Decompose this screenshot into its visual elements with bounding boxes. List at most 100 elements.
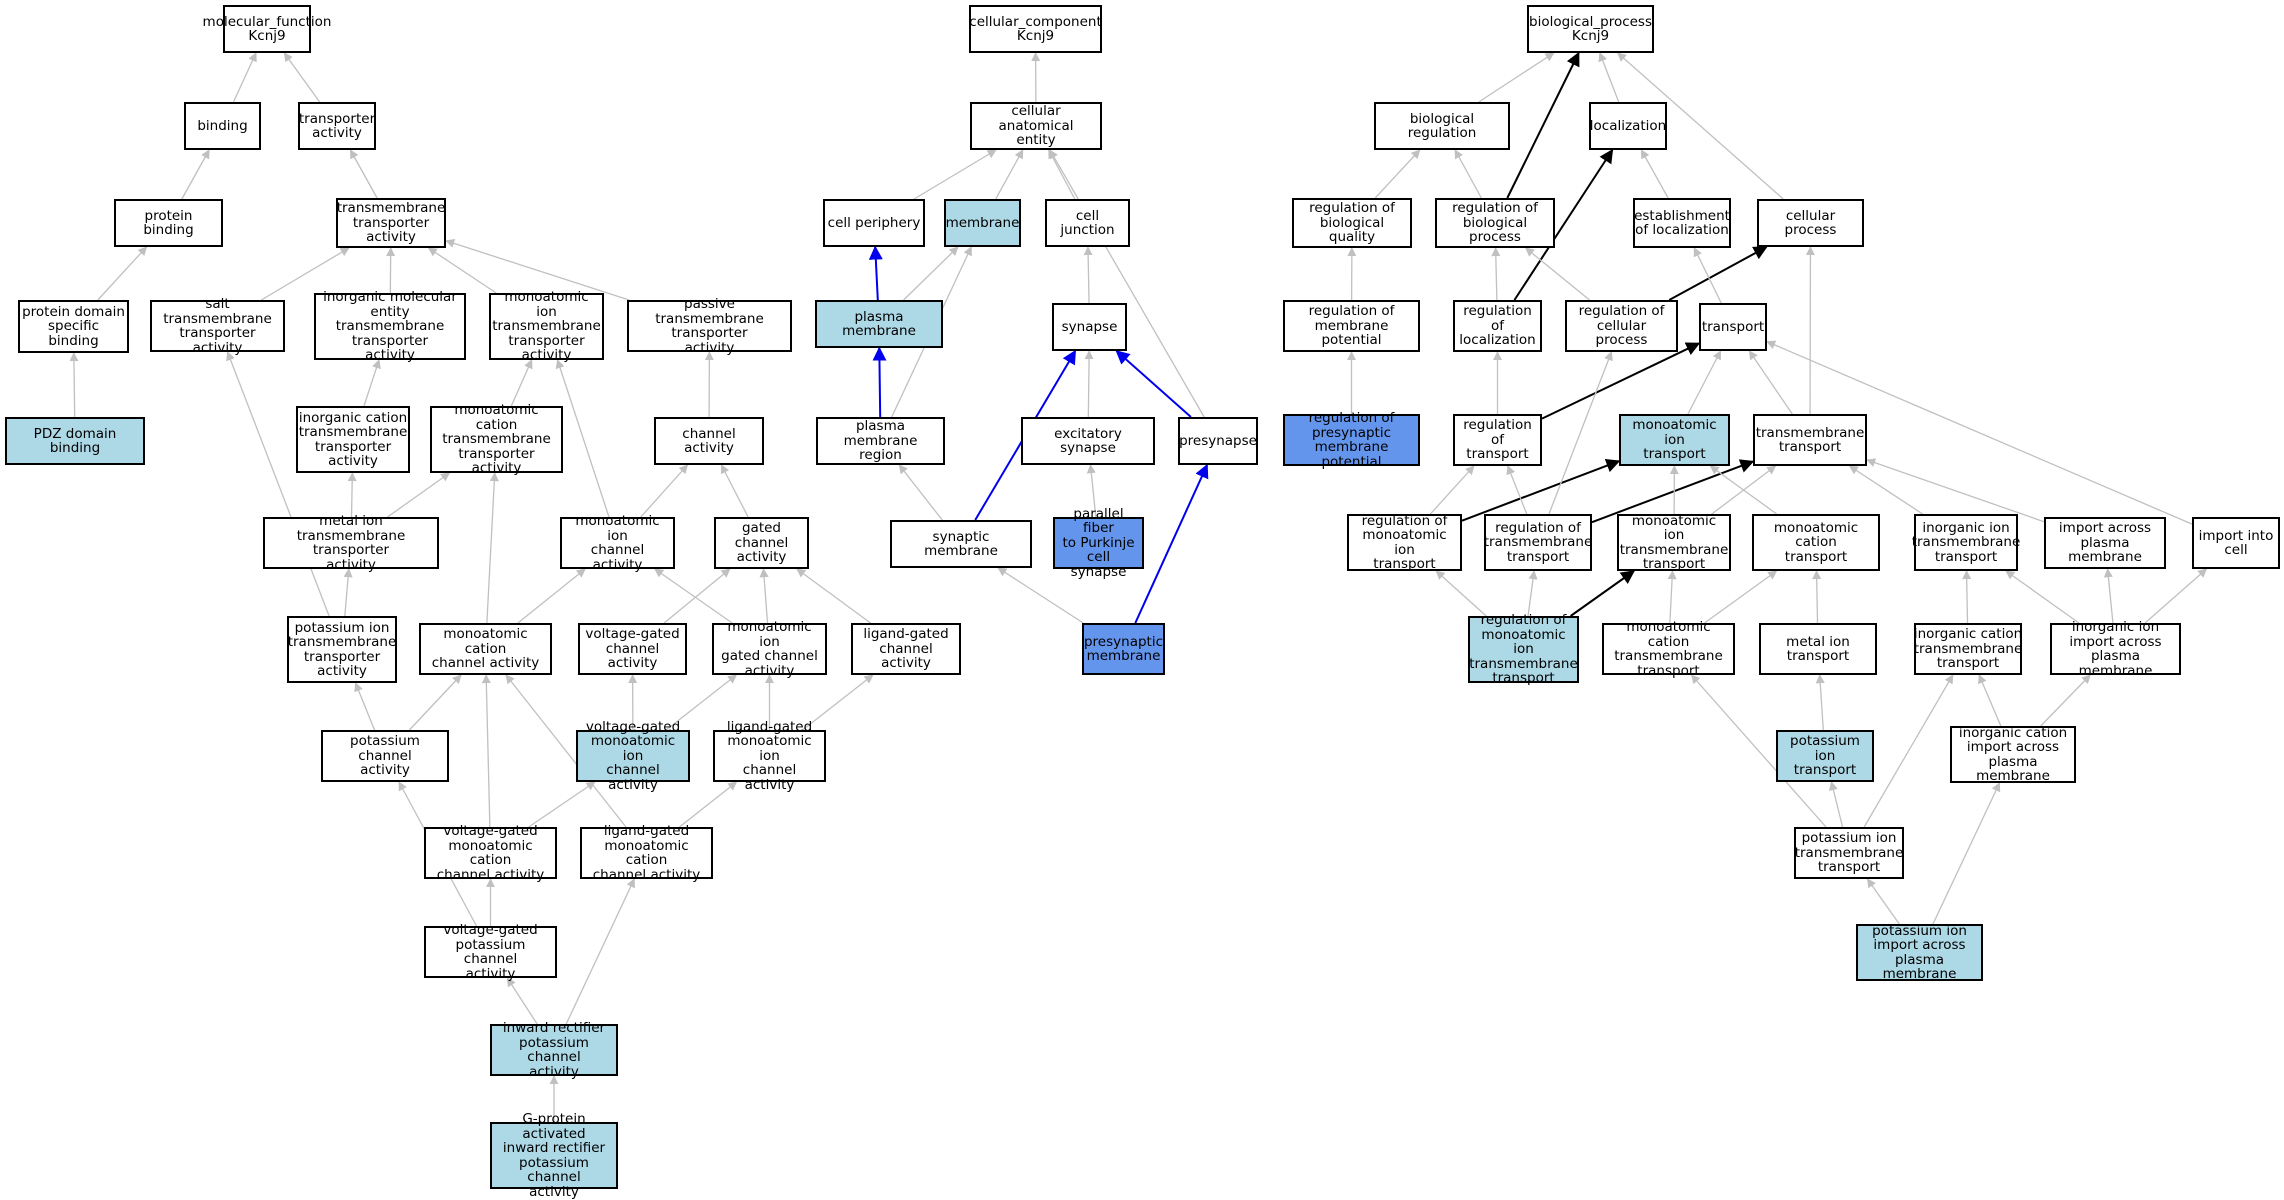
node-reg-tm-tr[interactable]: regulation of transmembrane transport: [1484, 514, 1592, 571]
node-mono-cation-channel[interactable]: monoatomic cation channel activity: [419, 623, 552, 675]
edge-inorg_cation_import-to-inorg_ion_import: [2041, 675, 2091, 726]
node-reg-transport[interactable]: regulation of transport: [1453, 414, 1542, 466]
edge-mono_cation_channel-to-mono_cation_tm_act: [487, 473, 495, 623]
edge-inorg_cation_tm_tr-to-inorg_ion_tm: [1967, 571, 1968, 623]
node-presynapse[interactable]: presynapse: [1178, 417, 1258, 465]
node-mf[interactable]: molecular_function Kcnj9: [223, 5, 311, 53]
node-k-ion-transport[interactable]: potassium ion transport: [1776, 730, 1874, 782]
node-membrane[interactable]: membrane: [944, 199, 1021, 247]
node-lg-channel[interactable]: ligand-gated channel activity: [851, 623, 961, 675]
edge-inorg_ion_import-to-inorg_ion_tm: [2006, 571, 2079, 623]
edge-reg_bio_quality-to-bio_reg: [1375, 150, 1420, 198]
node-transport[interactable]: transport: [1699, 303, 1767, 351]
node-vg-k[interactable]: voltage-gated potassium channel activity: [424, 926, 557, 978]
node-mono-ion-gated[interactable]: monoatomic ion gated channel activity: [712, 623, 827, 675]
edge-mono_ion_gated-to-gated_channel: [763, 569, 767, 623]
node-reg-presyn-mp[interactable]: regulation of presynaptic membrane poten…: [1283, 414, 1420, 466]
node-protein-binding[interactable]: protein binding: [114, 199, 223, 247]
edge-transport-to-est_local: [1694, 248, 1721, 303]
edge-localization-to-bp: [1600, 53, 1619, 102]
node-channel-act[interactable]: channel activity: [654, 417, 764, 465]
node-pd-specific[interactable]: protein domain specific binding: [18, 300, 129, 353]
node-mono-ion-transport[interactable]: monoatomic ion transport: [1619, 414, 1730, 466]
node-inorg-mol[interactable]: inorganic molecular entity transmembrane…: [314, 293, 466, 360]
node-reg-bio-quality[interactable]: regulation of biological quality: [1292, 198, 1412, 248]
node-import-into-cell[interactable]: import into cell: [2192, 517, 2280, 569]
node-plasma-membrane[interactable]: plasma membrane: [815, 300, 943, 348]
node-cellular-process[interactable]: cellular process: [1757, 199, 1864, 247]
node-import-across-pm[interactable]: import across plasma membrane: [2044, 517, 2166, 569]
node-reg-local[interactable]: regulation of localization: [1453, 300, 1542, 352]
node-reg-bio-process[interactable]: regulation of biological process: [1435, 198, 1555, 248]
node-mono-ion-channel[interactable]: monoatomic ion channel activity: [560, 517, 675, 569]
node-parallel-fiber[interactable]: parallel fiber to Purkinje cell synapse: [1053, 517, 1144, 569]
node-gprot[interactable]: G-protein activated inward rectifier pot…: [490, 1122, 618, 1189]
node-binding[interactable]: binding: [184, 102, 261, 150]
node-lg-mono-cation[interactable]: ligand-gated monoatomic cation channel a…: [580, 827, 713, 879]
node-localization[interactable]: localization: [1589, 102, 1667, 150]
node-salt-tm[interactable]: salt transmembrane transporter activity: [150, 300, 285, 352]
node-inorg-ion-tm[interactable]: inorganic ion transmembrane transport: [1914, 514, 2018, 571]
node-k-channel[interactable]: potassium channel activity: [321, 730, 449, 782]
node-bp[interactable]: biological_process Kcnj9: [1527, 5, 1654, 53]
node-cae[interactable]: cellular anatomical entity: [970, 102, 1102, 150]
node-metal-ion-tr[interactable]: metal ion transport: [1759, 623, 1877, 675]
edge-reg_bio_process-to-bio_reg: [1455, 150, 1481, 198]
node-inorg-ion-import[interactable]: inorganic ion import across plasma membr…: [2050, 623, 2181, 675]
node-mono-cation-tm-tr[interactable]: monoatomic cation transmembrane transpor…: [1602, 623, 1735, 675]
edge-gated_channel-to-channel_act: [721, 465, 748, 517]
edge-inorg_ion_tm-to-tm_transport: [1850, 466, 1923, 514]
node-cc[interactable]: cellular_component Kcnj9: [969, 5, 1102, 53]
node-inorg-cation-tm-tr[interactable]: inorganic cation transmembrane transport: [1914, 623, 2022, 675]
node-inorg-cation-act[interactable]: inorganic cation transmembrane transport…: [296, 406, 410, 473]
node-transporter-act[interactable]: transporter activity: [298, 102, 376, 150]
node-pdz[interactable]: PDZ domain binding: [5, 417, 145, 465]
node-vg-channel[interactable]: voltage-gated channel activity: [578, 623, 687, 675]
node-tm-transporter[interactable]: transmembrane transporter activity: [336, 198, 446, 248]
edge-mono_ion_channel-to-channel_act: [641, 465, 688, 517]
edge-tm_transport-to-transport: [1749, 351, 1792, 414]
node-reg-mem-pot[interactable]: regulation of membrane potential: [1283, 300, 1420, 352]
node-metal-ion-act[interactable]: metal ion transmembrane transporter acti…: [263, 517, 439, 569]
edge-reg_mono_ion_tr-to-mono_ion_transport: [1462, 461, 1619, 521]
edge-mono_cation_tm_tr-to-mono_ion_tm_tr: [1670, 571, 1673, 623]
node-lg-mono-ion[interactable]: ligand-gated monoatomic ion channel acti…: [713, 730, 826, 782]
node-presyn-membrane[interactable]: presynaptic membrane: [1082, 623, 1165, 675]
node-cell-junction[interactable]: cell junction: [1045, 199, 1130, 247]
node-k-ion-tm-act[interactable]: potassium ion transmembrane transporter …: [287, 616, 397, 683]
edge-presynapse-to-cae: [1050, 150, 1204, 417]
node-mono-ion-tm-act[interactable]: monoatomic ion transmembrane transporter…: [489, 293, 604, 360]
edge-lg_channel-to-gated_channel: [797, 569, 871, 623]
node-inorg-cation-import[interactable]: inorganic cation import across plasma me…: [1950, 726, 2076, 783]
node-reg-mono-ion-tr[interactable]: regulation of monoatomic ion transport: [1347, 514, 1462, 571]
node-mono-cation-tm-act[interactable]: monoatomic cation transmembrane transpor…: [430, 406, 563, 473]
node-tm-transport[interactable]: transmembrane transport: [1753, 414, 1867, 466]
node-est-local[interactable]: establishment of localization: [1633, 198, 1731, 248]
edge-metal_ion_act-to-inorg_cation_act: [352, 473, 353, 517]
edge-k_ion_transport-to-metal_ion_tr: [1820, 675, 1824, 730]
node-mono-ion-tm-tr[interactable]: monoatomic ion transmembrane transport: [1617, 514, 1731, 571]
node-vg-mono-cation[interactable]: voltage-gated monoatomic cation channel …: [424, 827, 557, 879]
edge-k_channel-to-k_ion_tm_act: [356, 683, 375, 730]
node-gated-channel[interactable]: gated channel activity: [714, 517, 809, 569]
edge-exc_synapse-to-synapse: [1088, 351, 1089, 417]
node-pm-region[interactable]: plasma membrane region: [816, 417, 945, 465]
node-inward-rect[interactable]: inward rectifier potassium channel activ…: [490, 1024, 618, 1076]
node-bio-reg[interactable]: biological regulation: [1374, 102, 1510, 150]
node-exc-synapse[interactable]: excitatory synapse: [1021, 417, 1155, 465]
node-passive-tm[interactable]: passive transmembrane transporter activi…: [627, 300, 792, 352]
node-synaptic-membrane[interactable]: synaptic membrane: [890, 520, 1032, 568]
edge-import_across_pm-to-tm_transport: [1867, 460, 2044, 522]
node-vg-mono-ion[interactable]: voltage-gated monoatomic ion channel act…: [576, 730, 690, 782]
node-reg-mono-ion-tm-tr[interactable]: regulation of monoatomic ion transmembra…: [1468, 616, 1579, 683]
edge-mono_ion_transport-to-transport: [1688, 351, 1721, 414]
node-k-ion-import[interactable]: potassium ion import across plasma membr…: [1856, 924, 1983, 981]
edge-presynapse-to-synapse: [1117, 351, 1191, 417]
node-synapse[interactable]: synapse: [1052, 303, 1127, 351]
node-mono-cation-tr[interactable]: monoatomic cation transport: [1752, 514, 1880, 571]
node-cell-periphery[interactable]: cell periphery: [823, 199, 925, 247]
edge-pdz-to-pd_specific: [74, 353, 75, 417]
edge-inorg_ion_import-to-import_into_cell: [2145, 569, 2206, 623]
node-k-ion-tm-tr[interactable]: potassium ion transmembrane transport: [1794, 827, 1904, 879]
node-reg-cell-proc[interactable]: regulation of cellular process: [1565, 300, 1678, 352]
